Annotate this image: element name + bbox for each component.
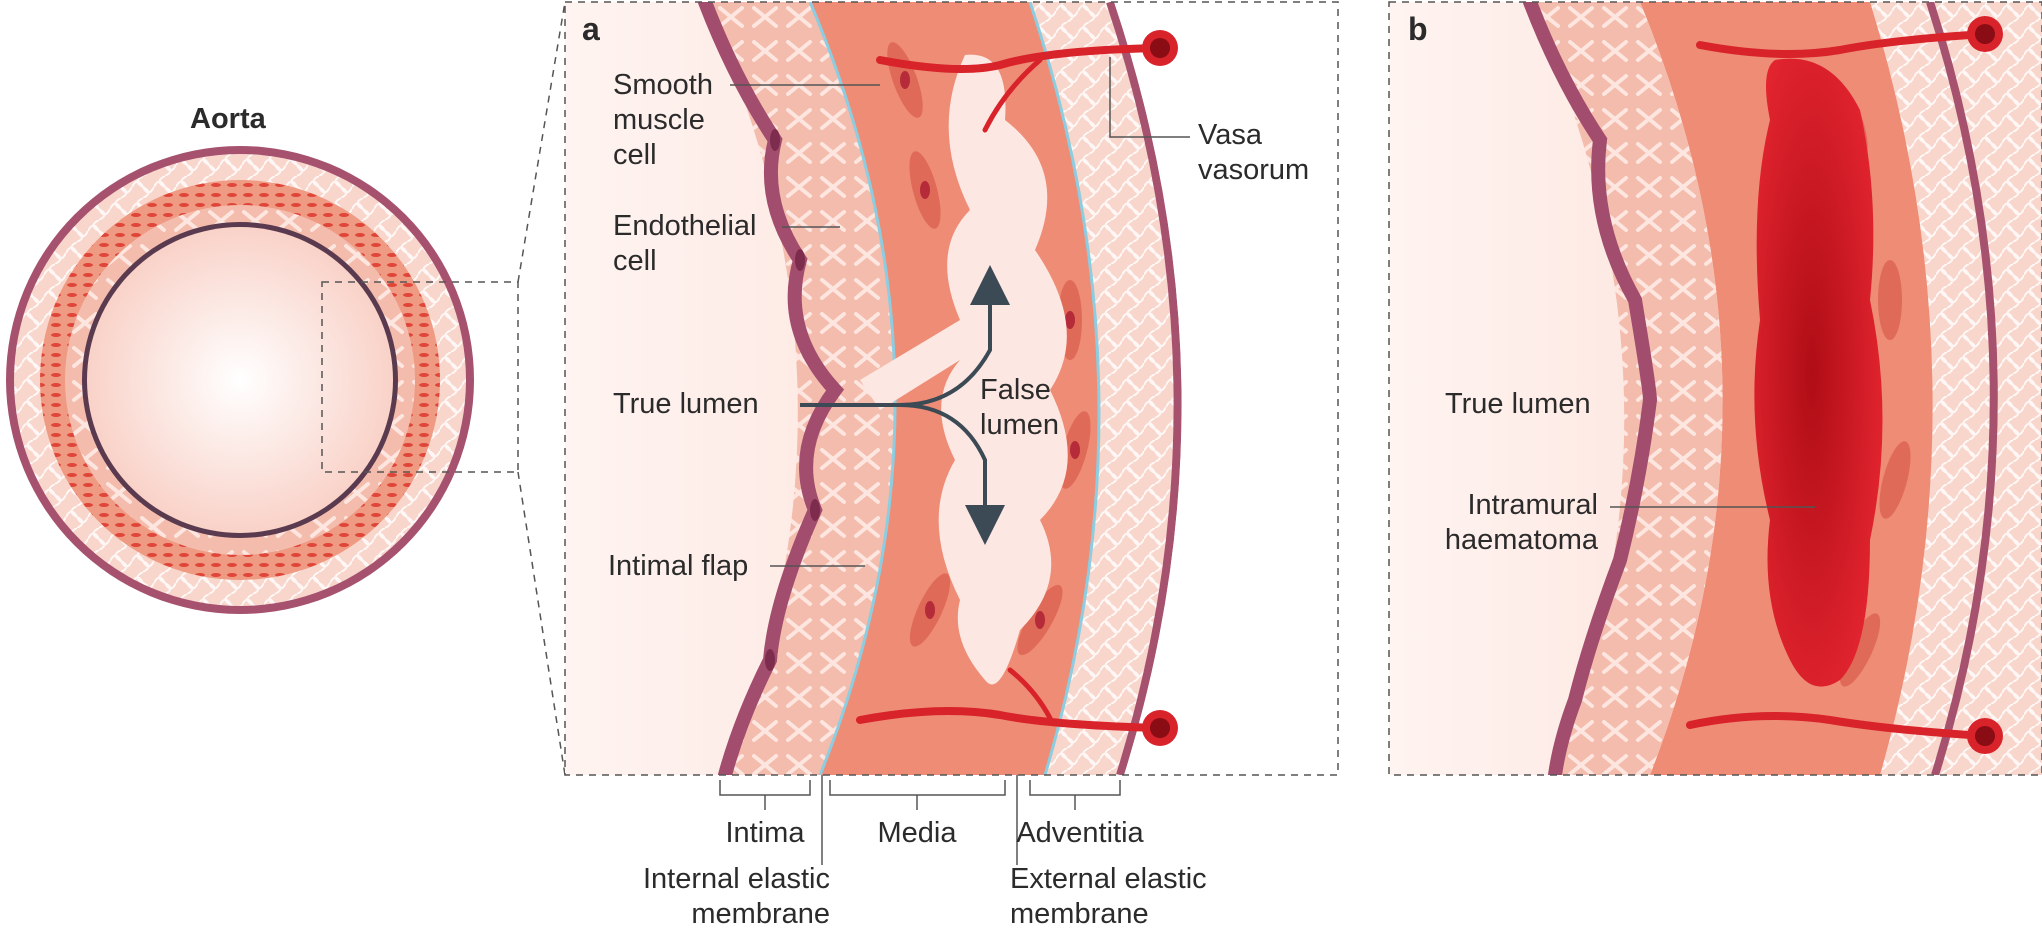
external-elastic-membrane-line2: membrane <box>1010 898 1149 930</box>
panel-b-illustration <box>1389 2 2042 775</box>
vasa-vasorum-line1: Vasa <box>1198 119 1262 151</box>
zoom-line-top <box>517 1 566 283</box>
endothelial-cell-label: Endothelial cell <box>613 209 757 279</box>
smooth-muscle-cell-line2: muscle <box>613 104 705 136</box>
panel-a-vasa-vasorum <box>856 44 1164 732</box>
intima-label: Intima <box>725 817 805 849</box>
panel-a-letter: a <box>582 11 600 47</box>
arrow-into-false-lumen-down <box>899 403 1005 545</box>
internal-elastic-membrane-line2: membrane <box>691 898 830 930</box>
media-label: Media <box>877 817 957 849</box>
intramural-haematoma-line1: Intramural <box>1467 489 1598 521</box>
aorta-cross-section <box>6 1 566 776</box>
panel-b-frame <box>1388 1 2042 776</box>
external-elastic-membrane-line1: External elastic <box>1010 863 1207 895</box>
panel-b-adventitia <box>1870 2 2042 775</box>
panel-b-outer-wall <box>1926 2 1998 775</box>
panel-a-external-elastic-membrane <box>1028 2 1101 775</box>
smooth-muscle-cell-label: Smooth muscle cell <box>613 68 713 173</box>
intramural-haematoma-line2: haematoma <box>1444 524 1598 556</box>
panel-a-illustration <box>565 2 1338 775</box>
zoom-box <box>321 281 519 473</box>
adventitia-label: Adventitia <box>1016 817 1144 849</box>
vasa-vasorum-line2: vasorum <box>1198 154 1310 186</box>
vasa-vasorum-label: Vasa vasorum <box>1198 118 1309 188</box>
true-lumen-label-b: True lumen <box>1445 388 1591 420</box>
zoom-line-bottom <box>517 471 566 776</box>
panel-a-outer-wall <box>1106 2 1182 775</box>
false-lumen-region <box>860 54 1068 685</box>
panel-b-letter: b <box>1408 11 1428 47</box>
intramural-haematoma-region <box>1754 58 1883 687</box>
leader-lines <box>719 57 1815 865</box>
internal-elastic-membrane-label: Internal elastic membrane <box>600 862 830 932</box>
panel-a-intima <box>705 2 896 775</box>
external-elastic-membrane-label: External elastic membrane <box>1010 862 1207 932</box>
endothelial-cell-line2: cell <box>613 245 657 277</box>
panel-b-endothelium <box>1523 2 1658 775</box>
aorta-lumen <box>87 227 393 533</box>
panel-a-frame <box>564 1 1339 776</box>
panel-b-intima <box>1530 2 1723 775</box>
endothelial-cell-line1: Endothelial <box>613 210 757 242</box>
aorta-title: Aorta <box>190 103 266 135</box>
intimal-flap-label: Intimal flap <box>608 550 749 582</box>
true-lumen-label-a: True lumen <box>613 388 759 420</box>
false-lumen-line2: lumen <box>980 409 1059 441</box>
smooth-muscle-cell-line3: cell <box>613 139 657 171</box>
smooth-muscle-cell-line1: Smooth <box>613 69 713 101</box>
internal-elastic-membrane-line1: Internal elastic <box>643 863 830 895</box>
false-lumen-label: False lumen <box>980 373 1059 443</box>
false-lumen-line1: False <box>980 374 1051 406</box>
intramural-haematoma-label: Intramural haematoma <box>1430 488 1598 558</box>
